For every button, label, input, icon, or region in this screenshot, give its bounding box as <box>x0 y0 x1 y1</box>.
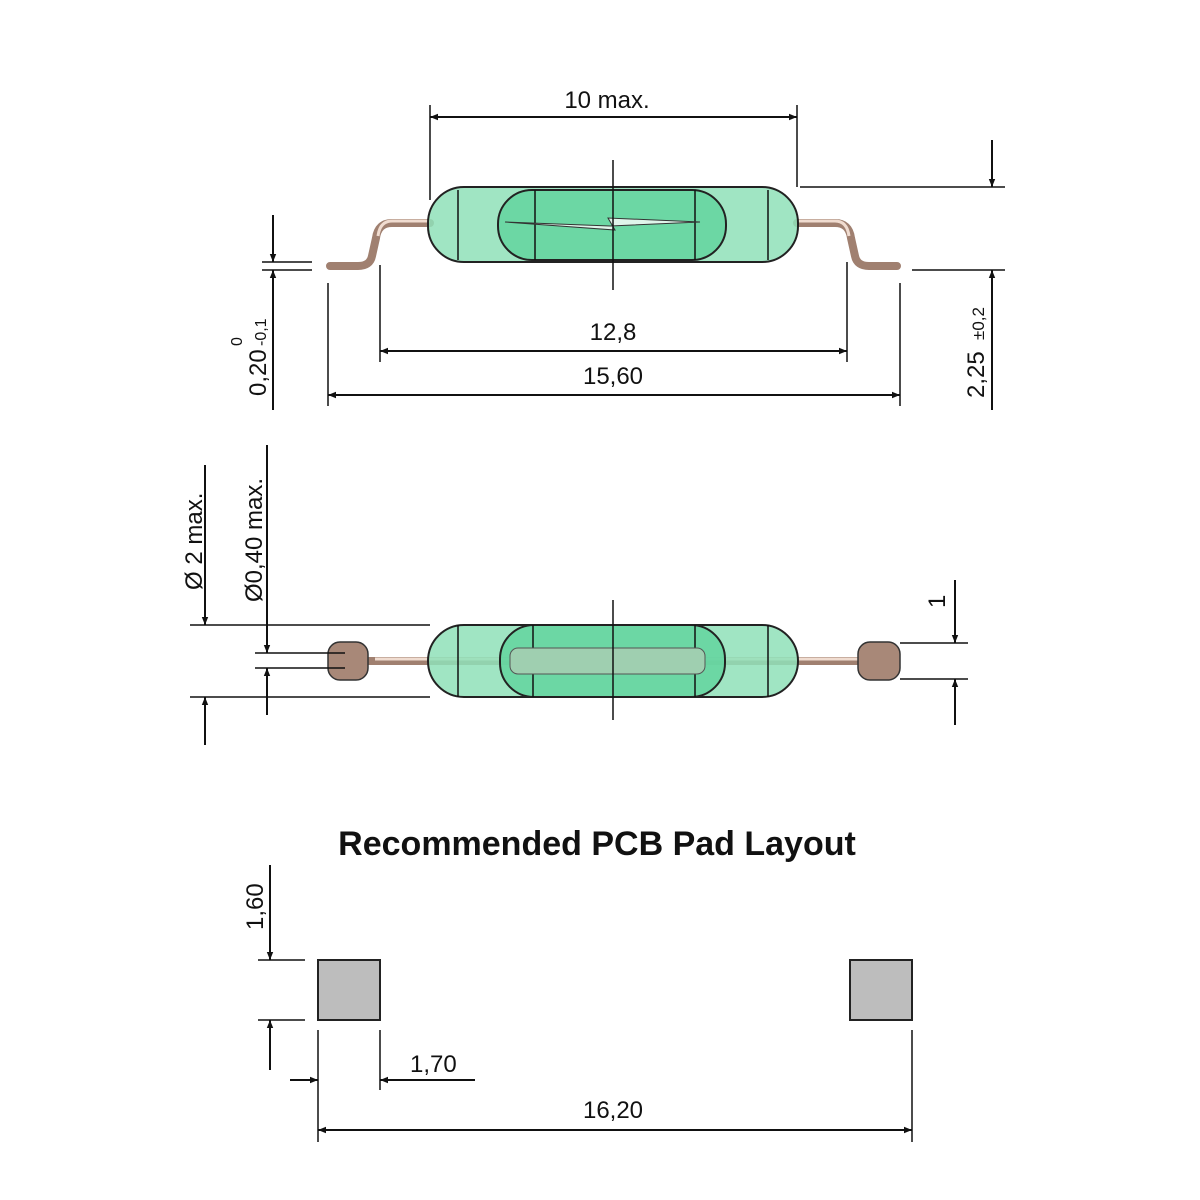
right-pad <box>849 959 913 1021</box>
tol-upper: 0 <box>229 337 246 346</box>
dim-wire-diameter: Ø0,40 max. <box>241 478 268 602</box>
left-lead <box>326 219 434 270</box>
dim-lead-inner: 12,8 <box>590 319 637 346</box>
dim-pad-height: 1,60 <box>242 883 269 930</box>
dim-lead-thickness: 0,20 <box>245 349 272 396</box>
dim-terminal-height: 1 <box>924 595 951 608</box>
tol-lower: -0,1 <box>253 318 270 346</box>
dim-pad-span: 16,20 <box>583 1097 643 1124</box>
dim-body-length: 10 max. <box>564 87 649 114</box>
dim-body-diameter: Ø 2 max. <box>181 493 208 590</box>
right-lead <box>793 219 901 270</box>
pcb-pad-layout: Recommended PCB Pad Layout 1,60 1,70 16,… <box>242 825 913 1142</box>
side-view: Ø 2 max. Ø0,40 max. 1 <box>181 445 968 745</box>
reed-contacts <box>504 217 701 231</box>
left-terminal <box>327 641 369 681</box>
dim-pad-width: 1,70 <box>410 1051 457 1078</box>
dim-height-tolerance: ±0,2 <box>969 307 988 340</box>
left-pad <box>317 959 381 1021</box>
top-view: 10 max. 12,8 15,60 2,25 ±0,2 0,20 0 -0,1 <box>229 87 1005 410</box>
reed-blades <box>509 647 706 675</box>
right-terminal <box>857 641 901 681</box>
pcb-layout-title: Recommended PCB Pad Layout <box>338 825 856 863</box>
dim-lead-outer: 15,60 <box>583 363 643 390</box>
dim-height: 2,25 <box>963 351 990 398</box>
